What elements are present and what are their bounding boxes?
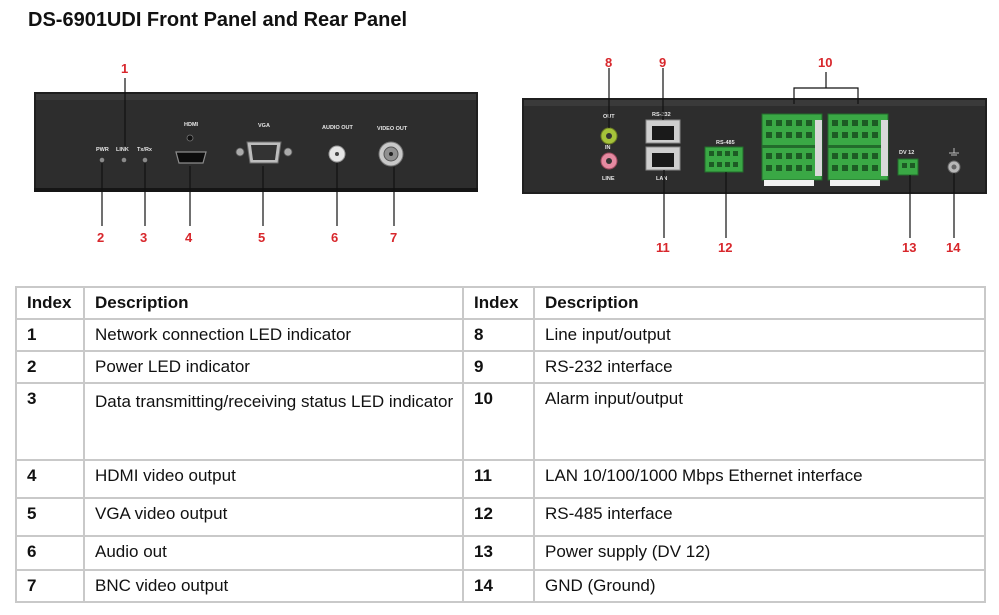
table-row: 4 HDMI video output 11 LAN 10/100/1000 M… (15, 459, 986, 499)
rs485-label: RS-485 (716, 140, 735, 146)
alarm-terminal-left-icon (761, 113, 823, 186)
row-index: 6 (15, 535, 85, 571)
pwr-label: PWR (96, 147, 109, 153)
callout-5: 5 (258, 230, 265, 245)
table-row: 7 BNC video output 14 GND (Ground) (15, 569, 986, 603)
table-header-row: Index Description Index Description (15, 286, 986, 320)
row-description: Data transmitting/receiving status LED i… (83, 382, 464, 461)
dv12-label: DV 12 (899, 150, 914, 156)
row-description: Audio out (83, 535, 464, 571)
row-index: 13 (462, 535, 535, 571)
alarm-terminal-right-icon (827, 113, 889, 186)
rs232-label: RS-232 (652, 112, 671, 118)
row-index: 12 (462, 497, 535, 537)
row-index: 2 (15, 350, 85, 384)
table-row: 3 Data transmitting/receiving status LED… (15, 382, 986, 461)
in-label: IN (605, 145, 611, 151)
pwr-led-icon (99, 157, 105, 163)
row-index: 9 (462, 350, 535, 384)
interface-table: Index Description Index Description 1 Ne… (15, 286, 986, 603)
callout-6: 6 (331, 230, 338, 245)
audio-out-label: AUDIO OUT (322, 125, 354, 131)
hdmi-label: HDMI (184, 122, 199, 128)
rs485-terminal-icon (704, 146, 744, 173)
header-index-2: Index (462, 286, 535, 320)
callout-12: 12 (718, 240, 732, 255)
row-index: 11 (462, 459, 535, 499)
hdmi-port-icon (175, 151, 207, 164)
table-row: 5 VGA video output 12 RS-485 interface (15, 497, 986, 537)
row-index: 1 (15, 318, 85, 352)
callout-3: 3 (140, 230, 147, 245)
row-index: 10 (462, 382, 535, 461)
row-index: 5 (15, 497, 85, 537)
row-description: BNC video output (83, 569, 464, 603)
row-index: 7 (15, 569, 85, 603)
rear-panel: OUT IN LINE RS-232 LAN RS-485 (522, 55, 987, 255)
row-description: Alarm input/output (533, 382, 986, 461)
row-description: Power LED indicator (83, 350, 464, 384)
row-description: Line input/output (533, 318, 986, 352)
callout-10: 10 (818, 55, 832, 70)
row-description: RS-485 interface (533, 497, 986, 537)
row-index: 3 (15, 382, 85, 461)
txrx-label: Tx/Rx (137, 147, 153, 153)
front-panel: PWR LINK Tx/Rx HDMI VGA AUDIO OUT VIDEO … (34, 61, 478, 245)
callout-2: 2 (97, 230, 104, 245)
row-description: HDMI video output (83, 459, 464, 499)
table-row: 1 Network connection LED indicator 8 Lin… (15, 318, 986, 352)
row-description: VGA video output (83, 497, 464, 537)
callout-1: 1 (121, 61, 128, 76)
panel-diagram: PWR LINK Tx/Rx HDMI VGA AUDIO OUT VIDEO … (34, 55, 987, 255)
callout-11: 11 (656, 240, 670, 255)
line-label: LINE (602, 176, 615, 182)
callout-14: 14 (946, 240, 961, 255)
row-description: RS-232 interface (533, 350, 986, 384)
callout-4: 4 (185, 230, 193, 245)
row-index: 4 (15, 459, 85, 499)
video-out-label: VIDEO OUT (377, 126, 408, 132)
row-description: Network connection LED indicator (83, 318, 464, 352)
link-label: LINK (116, 147, 129, 153)
row-index: 14 (462, 569, 535, 603)
callout-13: 13 (902, 240, 916, 255)
header-index-1: Index (15, 286, 85, 320)
vga-label: VGA (258, 123, 270, 129)
table-row: 6 Audio out 13 Power supply (DV 12) (15, 535, 986, 571)
link-led-icon (121, 157, 127, 163)
callout-8: 8 (605, 55, 612, 70)
row-index: 8 (462, 318, 535, 352)
row-description: GND (Ground) (533, 569, 986, 603)
row-description: LAN 10/100/1000 Mbps Ethernet interface (533, 459, 986, 499)
callout-9: 9 (659, 55, 666, 70)
lan-label: LAN (656, 176, 667, 182)
ground-symbol-icon (949, 148, 959, 156)
row-description: Power supply (DV 12) (533, 535, 986, 571)
page-title: DS-6901UDI Front Panel and Rear Panel (28, 9, 408, 31)
header-description-1: Description (83, 286, 464, 320)
txrx-led-icon (142, 157, 148, 163)
header-description-2: Description (533, 286, 986, 320)
table-row: 2 Power LED indicator 9 RS-232 interface (15, 350, 986, 384)
callout-7: 7 (390, 230, 397, 245)
